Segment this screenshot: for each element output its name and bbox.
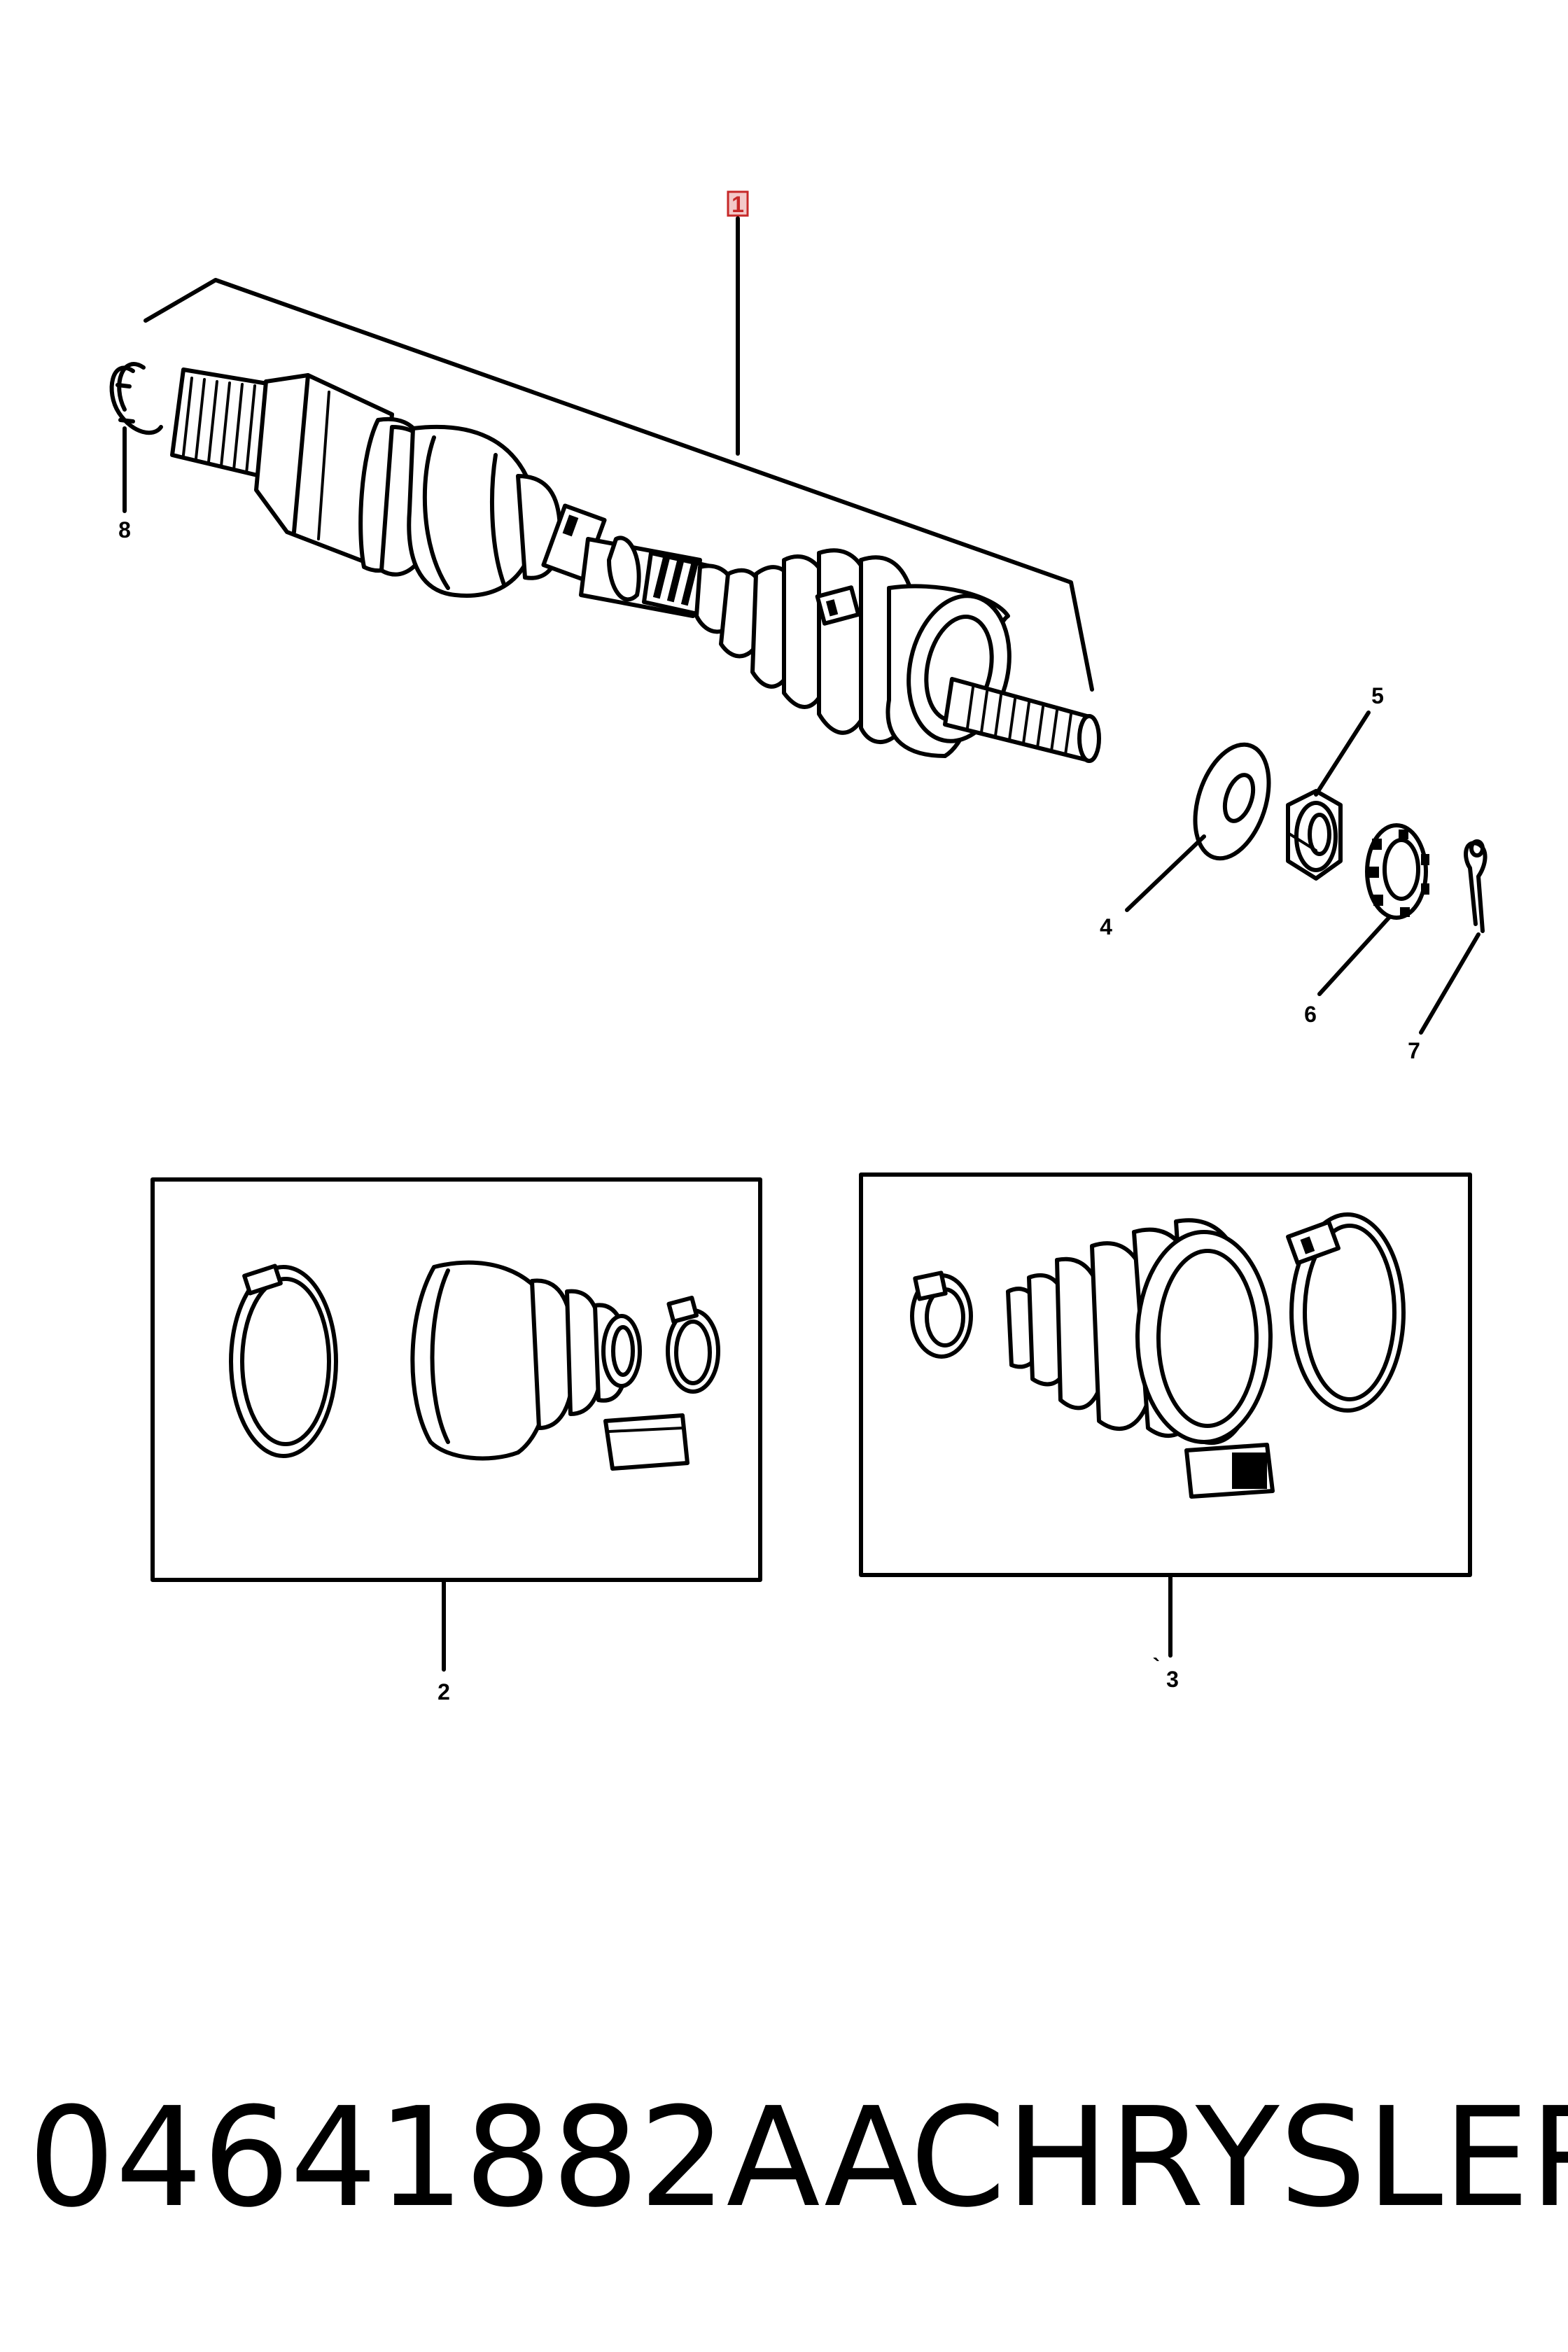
inner-boot-kit-box [150, 1177, 762, 1582]
assembly-bracket [144, 278, 1094, 692]
callout-1-label: 1 [732, 192, 744, 217]
callout-6-label[interactable]: 6 [1304, 1002, 1317, 1027]
brand-name: CHRYSLER [910, 2078, 1568, 2238]
part-number: 04641882AA [28, 2078, 918, 2238]
callout-8-label[interactable]: 8 [118, 517, 131, 542]
kit3-large-clamp [1286, 1212, 1406, 1413]
kit2-small-clamp [666, 1296, 720, 1394]
callout-4-leader [1125, 834, 1206, 912]
callout-7-label[interactable]: 7 [1408, 1038, 1420, 1063]
inner-spline-stub [170, 368, 270, 478]
callout-5-leader [1314, 710, 1371, 797]
outer-spline-stub [943, 677, 1101, 763]
outer-boot-kit-box [859, 1172, 1472, 1577]
callout-3-tick: ` [1153, 1654, 1161, 1679]
callout-3-label[interactable]: 3 [1166, 1667, 1179, 1692]
nut-lock-part [1365, 823, 1429, 920]
cotter-pin-part [1464, 839, 1488, 933]
callout-6-leader [1317, 915, 1392, 996]
kit2-large-clamp [229, 1264, 338, 1458]
hex-nut-part [1286, 789, 1343, 881]
intermediate-shaft [579, 536, 739, 634]
callout-2-label[interactable]: 2 [438, 1679, 450, 1704]
callout-1[interactable]: 1 [727, 190, 749, 217]
kit3-retaining-ring [1135, 1230, 1273, 1444]
washer-part [1193, 742, 1271, 861]
callout-7-leader [1419, 932, 1480, 1035]
callout-5-label[interactable]: 5 [1371, 683, 1384, 708]
callout-1-highlight-box [727, 190, 749, 217]
callout-4-label[interactable]: 4 [1100, 914, 1112, 939]
inner-boot [407, 424, 607, 598]
half-shaft-assembly [170, 368, 1101, 763]
kit2-boot [410, 1260, 642, 1461]
kit3-small-clamp [910, 1270, 973, 1359]
kit3-grease-packet [1184, 1443, 1275, 1499]
kit2-grease-packet [603, 1413, 690, 1471]
snap-ring-part [109, 362, 163, 435]
